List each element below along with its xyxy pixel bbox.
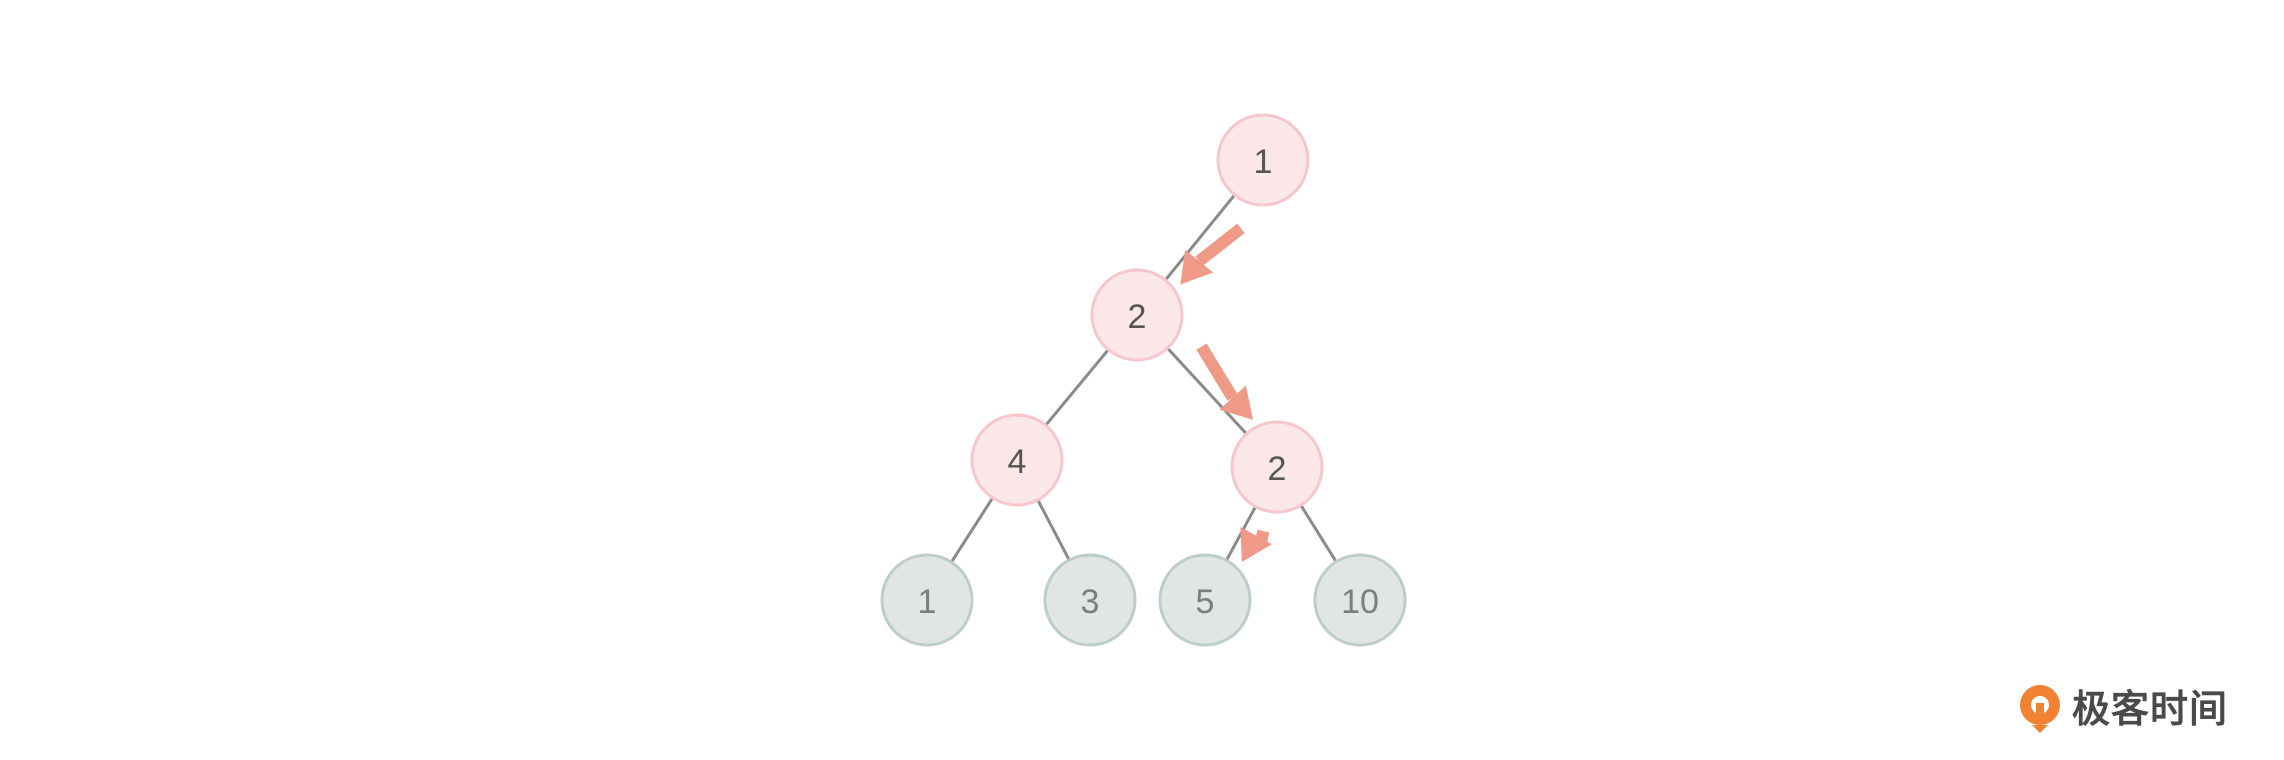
- node-label: 3: [1081, 583, 1100, 621]
- tree-node-n3: 4: [970, 413, 1064, 507]
- leaf-node-n7: 5: [1158, 553, 1252, 647]
- node-circle: [1043, 553, 1137, 647]
- path-arrows-layer: [1180, 223, 1272, 562]
- nodes-layer: 1 2 4 2 1 3 5 10: [880, 113, 1407, 647]
- tree-edge-n2-n3: [1044, 348, 1110, 427]
- path-arrow-head-n2-n4: [1219, 385, 1253, 420]
- node-circle: [1158, 553, 1252, 647]
- path-arrow-shaft-n4-n7: [1254, 529, 1270, 545]
- node-circle: [1090, 268, 1184, 362]
- node-label: 2: [1268, 450, 1287, 488]
- node-label: 2: [1128, 298, 1147, 336]
- node-label: 1: [918, 583, 937, 621]
- tree-edge-n3-n5: [950, 497, 994, 563]
- node-circle: [880, 553, 974, 647]
- node-circle: [970, 413, 1064, 507]
- leaf-node-n8: 10: [1313, 553, 1407, 647]
- tree-edge-n3-n6: [1036, 499, 1071, 561]
- tree-node-n1: 1: [1216, 113, 1310, 207]
- node-circle: [1313, 553, 1407, 647]
- node-label: 1: [1254, 143, 1273, 181]
- path-arrow-shaft-n1-n2: [1195, 223, 1245, 266]
- node-label: 10: [1341, 583, 1379, 621]
- node-circle: [1230, 420, 1324, 514]
- node-label: 4: [1008, 443, 1027, 481]
- path-arrow-head-n1-n2: [1180, 249, 1214, 285]
- brand-logo: 极客时间: [2018, 680, 2228, 738]
- brand-name: 极客时间: [2072, 687, 2229, 731]
- path-arrow-head-n4-n7: [1240, 527, 1272, 562]
- geektime-logo-icon: [2020, 685, 2060, 733]
- node-label: 5: [1196, 583, 1215, 621]
- leaf-node-n5: 1: [880, 553, 974, 647]
- tree-node-n2: 2: [1090, 268, 1184, 362]
- path-arrow-shaft-n2-n4: [1196, 343, 1238, 401]
- leaf-node-n6: 3: [1043, 553, 1137, 647]
- tree-edge-n4-n8: [1299, 504, 1338, 563]
- tree-edge-n2-n4: [1166, 347, 1248, 435]
- node-circle: [1216, 113, 1310, 207]
- tree-edge-n1-n2: [1164, 193, 1236, 282]
- tree-node-n4: 2: [1230, 420, 1324, 514]
